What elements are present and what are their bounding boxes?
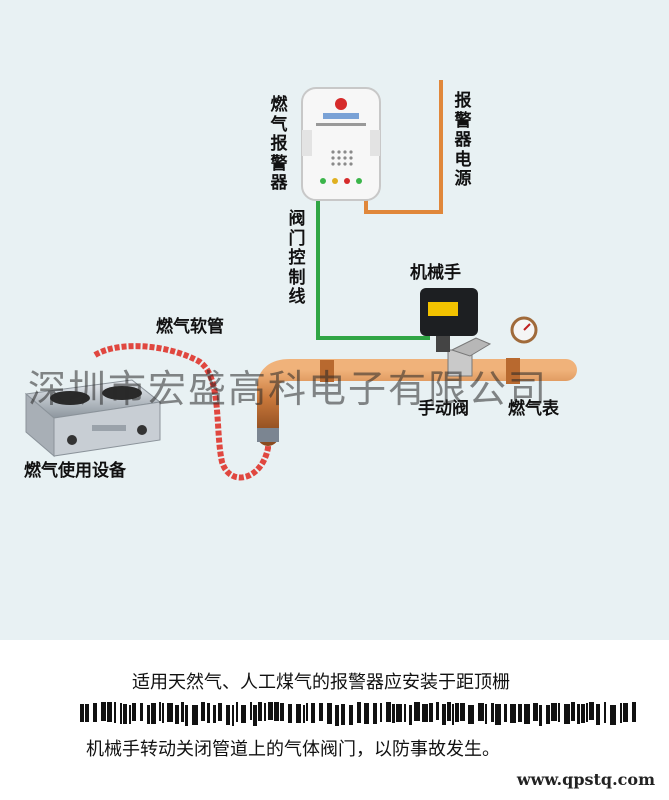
manual-valve xyxy=(447,337,492,377)
gas-meter-gauge xyxy=(510,316,538,360)
company-watermark: 深圳市宏盛高科电子有限公司 xyxy=(28,367,549,411)
label-gas-alarm: 燃气报警器 xyxy=(270,95,288,194)
gas-system-diagram xyxy=(24,80,577,481)
diagram-stage: 燃气报警器 报警器电源 阀门控制线 机械手 燃气软管 手动阀 燃气表 燃气使用设… xyxy=(0,0,669,640)
speaker-grille xyxy=(331,150,353,166)
control-wire xyxy=(316,200,430,340)
manipulator-device xyxy=(420,288,478,352)
caption-line-1: 适用天然气、人工煤气的报警器应安装于距顶栅 xyxy=(132,672,510,693)
label-valve-control-line: 阀门控制线 xyxy=(288,209,306,308)
gas-pipe xyxy=(257,359,577,446)
power-wire xyxy=(364,80,443,214)
label-manual-valve: 手动阀 xyxy=(418,399,469,419)
obscured-caption-line xyxy=(80,702,636,726)
hose-fitting xyxy=(257,428,279,442)
label-alarm-power: 报警器电源 xyxy=(454,91,472,190)
gas-hose xyxy=(93,343,271,481)
gas-alarm-device xyxy=(301,87,381,201)
gas-stove xyxy=(24,379,162,458)
caption-line-3: 机械手转动关闭管道上的气体阀门，以防事故发生。 xyxy=(86,739,500,760)
label-gas-hose: 燃气软管 xyxy=(156,317,224,337)
website-mark: www.qpstq.com xyxy=(516,770,655,789)
label-manipulator: 机械手 xyxy=(410,263,461,283)
label-gas-appliance: 燃气使用设备 xyxy=(24,461,126,481)
label-gas-meter: 燃气表 xyxy=(508,399,559,419)
